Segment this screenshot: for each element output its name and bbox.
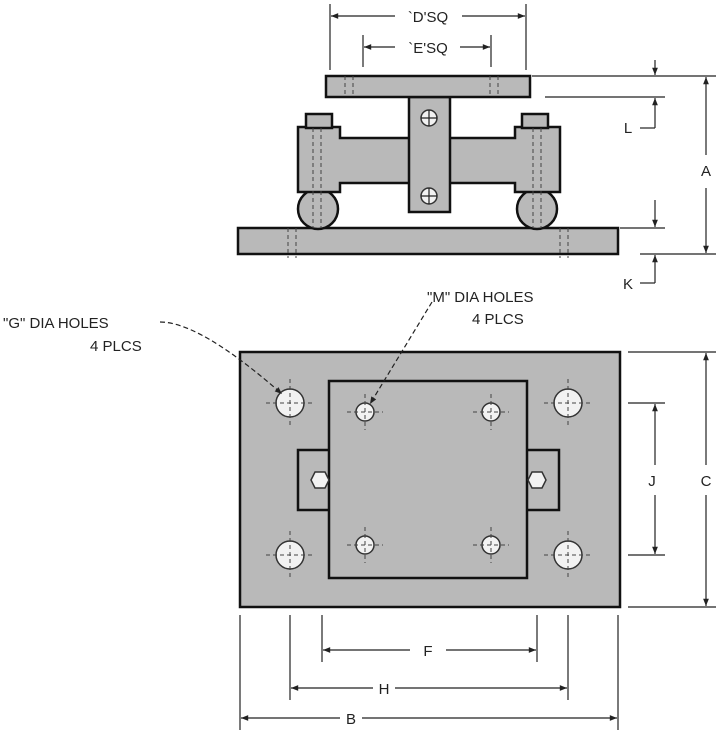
top-plate — [324, 74, 532, 99]
dim-label-b: B — [346, 711, 356, 728]
dim-label-c: C — [701, 473, 712, 490]
base-plate — [236, 226, 620, 256]
callout-m-line1: "M" DIA HOLES — [427, 289, 534, 306]
roller-right — [515, 187, 559, 231]
callout-m-holes: "M" DIA HOLES 4 PLCS — [369, 289, 534, 405]
dim-label-f: F — [423, 643, 432, 660]
callout-g-line2: 4 PLCS — [90, 338, 142, 355]
dim-label-h: H — [379, 681, 390, 698]
bolt-right — [527, 471, 547, 489]
callout-g-line1: "G" DIA HOLES — [3, 315, 109, 332]
dimension-k: K — [620, 200, 665, 293]
dimension-j: J — [628, 402, 665, 556]
dim-label-k: K — [623, 276, 633, 293]
plan-view — [238, 350, 622, 609]
side-view — [236, 74, 620, 258]
dim-label-l: L — [624, 120, 632, 137]
dim-label-j: J — [648, 473, 656, 490]
dimension-d: `D'SQ — [329, 4, 527, 70]
dim-label-d: `D'SQ — [408, 9, 448, 26]
dimension-h: H — [289, 615, 569, 700]
bolt-head-left — [304, 112, 334, 130]
dimension-e: `E'SQ — [362, 35, 492, 67]
dimension-l: L — [624, 60, 658, 137]
dimension-a: A — [532, 75, 716, 255]
callout-g-holes: "G" DIA HOLES 4 PLCS — [3, 315, 283, 395]
callout-m-line2: 4 PLCS — [472, 311, 524, 328]
dim-label-e: `E'SQ — [408, 40, 448, 57]
bolt-head-right — [520, 112, 550, 130]
dimension-f: F — [321, 615, 538, 662]
dimension-c: C — [628, 351, 716, 608]
dimension-b: B — [239, 615, 619, 730]
bolt-left — [310, 471, 330, 489]
roller-left — [296, 187, 340, 231]
dim-label-a: A — [701, 163, 711, 180]
m-holes — [347, 394, 509, 563]
g-holes — [266, 379, 592, 579]
bolts — [310, 471, 547, 489]
